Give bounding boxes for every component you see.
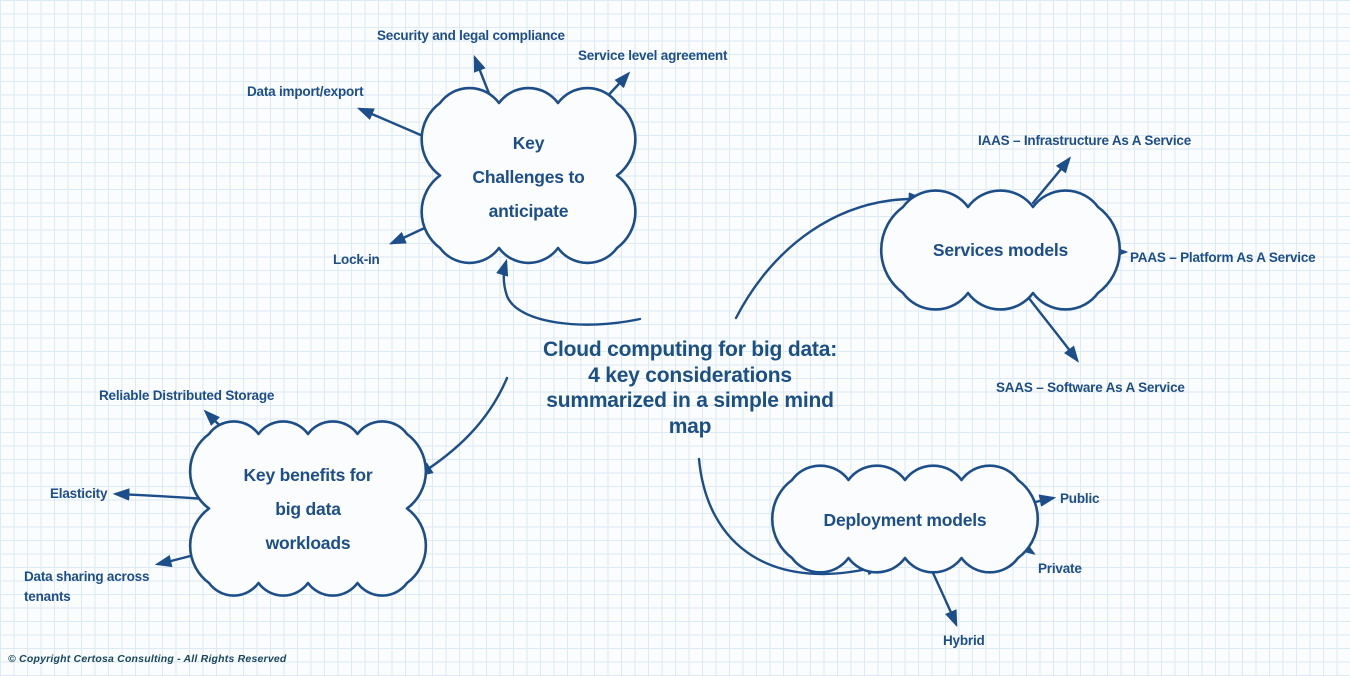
node-shape-services xyxy=(879,189,1122,311)
node-title-benefits: Key benefits for big data workloads xyxy=(214,458,402,560)
node-title-challenges: Key Challenges to anticipate xyxy=(448,126,609,228)
leaf-label-elasticity: Elasticity xyxy=(50,486,108,501)
arrow-center-to-benefits xyxy=(416,376,509,477)
leaf-label-public: Public xyxy=(1060,491,1100,506)
node-title-line: Key benefits for xyxy=(243,465,373,485)
leaf-label-sharing: Data sharing across tenants xyxy=(24,569,150,604)
arrow-services-to-iaas xyxy=(1031,156,1072,205)
leaf-label-hybrid: Hybrid xyxy=(943,633,985,648)
node-title-line: workloads xyxy=(265,533,351,553)
leaf-label-storage: Reliable Distributed Storage xyxy=(99,388,275,403)
node-title-deployment: Deployment models xyxy=(823,510,987,530)
arrow-services-to-saas xyxy=(1026,295,1080,363)
central-topic-line: Cloud computing for big data: xyxy=(543,338,837,361)
leaf-label-saas: SAAS – Software As A Service xyxy=(996,380,1185,395)
leaf-label-private: Private xyxy=(1038,561,1082,576)
node-shape-challenges xyxy=(420,86,637,265)
node-title-line: Challenges to xyxy=(472,167,585,187)
arrow-center-to-deployment xyxy=(697,457,884,576)
arrow-center-to-services xyxy=(734,192,926,320)
node-title-line: Key xyxy=(512,133,545,153)
central-topic-line: map xyxy=(668,414,712,438)
leaf-label-lock-in: Lock-in xyxy=(333,252,380,267)
node-shape-benefits xyxy=(188,420,428,597)
arrow-center-to-challenges xyxy=(496,258,642,326)
central-topic: Cloud computing for big data: 4 key cons… xyxy=(510,337,870,439)
leaf-label-security: Security and legal compliance xyxy=(377,28,565,43)
central-topic-line: 4 key considerations xyxy=(588,363,792,387)
node-title-line: anticipate xyxy=(488,201,569,221)
leaf-label-paas: PAAS – Platform As A Service xyxy=(1130,250,1316,265)
central-topic-line: summarized in a simple mind xyxy=(546,389,834,412)
leaf-label-sla: Service level agreement xyxy=(578,48,728,63)
node-title-line: big data xyxy=(275,499,341,519)
leaf-label-iaas: IAAS – Infrastructure As A Service xyxy=(978,133,1192,148)
copyright-notice: © Copyright Certosa Consulting - All Rig… xyxy=(8,653,287,665)
arrow-benefits-to-elasticity xyxy=(112,488,208,501)
node-title-services: Services models xyxy=(932,240,1069,260)
node-shape-deployment xyxy=(770,464,1040,574)
leaf-label-import-export: Data import/export xyxy=(247,84,364,99)
